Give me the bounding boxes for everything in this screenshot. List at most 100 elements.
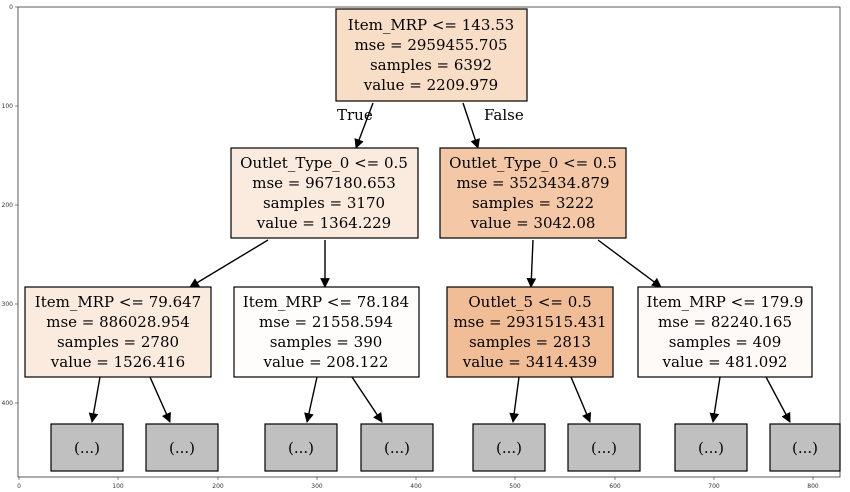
x-axis: 0 100 200 300 400 500 600 700 800 — [17, 477, 819, 490]
y-tick-label: 0 — [9, 4, 13, 11]
node-value: value = 3042.08 — [470, 214, 596, 232]
x-tick-label: 600 — [609, 483, 621, 490]
x-tick-label: 200 — [212, 483, 224, 490]
truncated-node: (...) — [264, 423, 338, 472]
node-box — [230, 147, 419, 239]
truncated-node: (...) — [360, 423, 434, 472]
edge-arrow — [351, 376, 383, 423]
truncated-box — [674, 423, 748, 472]
edge-arrow — [765, 376, 791, 423]
tree-node-right-left: Outlet_5 <= 0.5 mse = 2931515.431 sample… — [446, 286, 614, 378]
tree-node-left-right: Item_MRP <= 78.184 mse = 21558.594 sampl… — [233, 286, 420, 378]
node-mse: mse = 3523434.879 — [456, 174, 609, 192]
edge-arrow — [189, 239, 269, 288]
x-tick-label: 800 — [807, 483, 819, 490]
truncated-box — [145, 423, 219, 472]
y-tick-label: 200 — [2, 202, 14, 209]
x-tick-label: 700 — [708, 483, 720, 490]
node-mse: mse = 2959455.705 — [354, 36, 507, 54]
true-edge-label: True — [337, 106, 373, 124]
node-samples: samples = 2813 — [469, 333, 591, 351]
truncated-box — [50, 423, 124, 472]
node-mse: mse = 2931515.431 — [453, 313, 606, 331]
node-box — [446, 286, 614, 378]
tree-node-right: Outlet_Type_0 <= 0.5 mse = 3523434.879 s… — [439, 147, 627, 239]
edge-arrow — [304, 376, 318, 423]
node-mse: mse = 886028.954 — [46, 313, 190, 331]
false-edge-label: False — [484, 106, 524, 124]
y-tick-label: 300 — [2, 301, 14, 308]
node-value: value = 208.122 — [263, 353, 389, 371]
node-split-rule: Item_MRP <= 143.53 — [348, 16, 514, 34]
node-split-rule: Outlet_Type_0 <= 0.5 — [449, 154, 617, 172]
edge-arrow — [88, 376, 101, 423]
x-tick-label: 300 — [311, 483, 323, 490]
truncated-label: (...) — [288, 439, 314, 457]
node-split-rule: Item_MRP <= 179.9 — [647, 293, 804, 311]
node-value: value = 1526.416 — [50, 353, 185, 371]
edge-arrow — [709, 376, 721, 423]
node-box — [24, 286, 212, 378]
node-mse: mse = 21558.594 — [259, 313, 393, 331]
truncated-label: (...) — [169, 439, 195, 457]
truncated-node: (...) — [567, 423, 641, 472]
node-samples: samples = 409 — [669, 333, 782, 351]
truncated-box — [567, 423, 641, 472]
node-samples: samples = 3222 — [472, 194, 594, 212]
x-tick-label: 400 — [410, 483, 422, 490]
node-value: value = 3414.439 — [462, 353, 597, 371]
tree-node-left: Outlet_Type_0 <= 0.5 mse = 967180.653 sa… — [230, 147, 419, 239]
tree-node-root: Item_MRP <= 143.53 mse = 2959455.705 sam… — [335, 8, 528, 102]
tree-edges — [88, 102, 791, 423]
edge-arrow — [526, 239, 537, 288]
truncated-box — [360, 423, 434, 472]
y-axis: 0 100 200 300 400 — [2, 4, 18, 407]
x-tick-label: 100 — [112, 483, 124, 490]
node-samples: samples = 390 — [270, 333, 383, 351]
node-box — [439, 147, 627, 239]
node-samples: samples = 2780 — [57, 333, 179, 351]
node-mse: mse = 967180.653 — [252, 174, 396, 192]
truncated-label: (...) — [496, 439, 522, 457]
edge-arrow — [462, 102, 480, 149]
node-split-rule: Outlet_5 <= 0.5 — [468, 293, 591, 311]
edge-arrow — [149, 376, 171, 423]
truncated-node: (...) — [674, 423, 748, 472]
edge-arrow — [354, 102, 374, 149]
truncated-box — [769, 423, 841, 472]
truncated-node: (...) — [769, 423, 841, 472]
truncated-label: (...) — [792, 439, 818, 457]
y-tick-label: 100 — [2, 103, 14, 110]
edge-arrow — [570, 376, 592, 423]
truncated-box — [264, 423, 338, 472]
node-box — [637, 286, 813, 378]
node-mse: mse = 82240.165 — [658, 313, 792, 331]
tree-node-right-right: Item_MRP <= 179.9 mse = 82240.165 sample… — [637, 286, 813, 378]
truncated-label: (...) — [384, 439, 410, 457]
node-value: value = 481.092 — [662, 353, 788, 371]
tree-node-left-left: Item_MRP <= 79.647 mse = 886028.954 samp… — [24, 286, 212, 378]
truncated-node: (...) — [50, 423, 124, 472]
truncated-box — [472, 423, 546, 472]
edge-arrow — [597, 239, 662, 288]
node-value: value = 2209.979 — [363, 76, 498, 94]
truncated-label: (...) — [591, 439, 617, 457]
node-value: value = 1364.229 — [256, 214, 391, 232]
x-tick-label: 0 — [17, 483, 21, 490]
truncated-node: (...) — [145, 423, 219, 472]
node-samples: samples = 6392 — [370, 56, 492, 74]
node-split-rule: Item_MRP <= 79.647 — [35, 293, 201, 311]
truncated-node: (...) — [472, 423, 546, 472]
node-split-rule: Outlet_Type_0 <= 0.5 — [240, 154, 408, 172]
node-box — [335, 8, 528, 102]
edge-arrow — [509, 376, 520, 423]
y-tick-label: 400 — [2, 400, 14, 407]
truncated-leaves: (...) (...) (...) (...) (...) (...) (...… — [50, 423, 841, 472]
node-box — [233, 286, 420, 378]
truncated-label: (...) — [698, 439, 724, 457]
node-samples: samples = 3170 — [263, 194, 385, 212]
node-split-rule: Item_MRP <= 78.184 — [243, 293, 409, 311]
x-tick-label: 500 — [509, 483, 521, 490]
truncated-label: (...) — [74, 439, 100, 457]
